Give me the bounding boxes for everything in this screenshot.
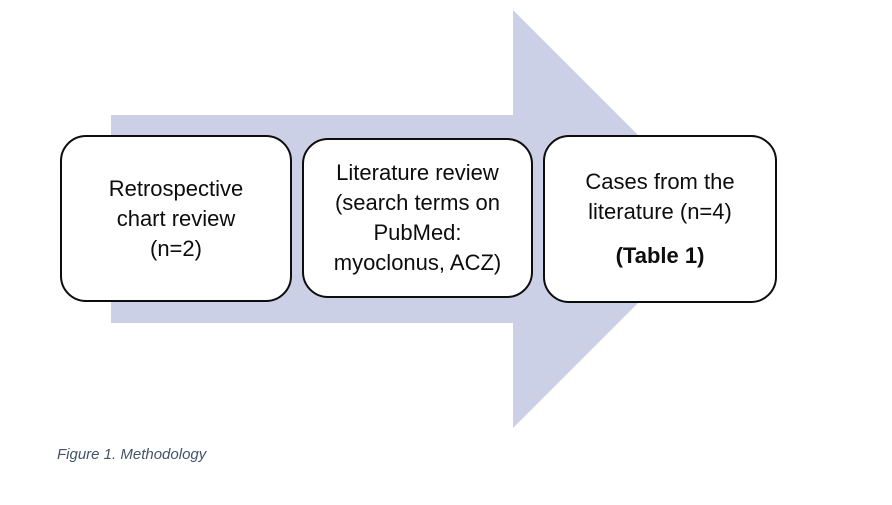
step-box-line: Retrospective xyxy=(108,175,244,201)
step-box-line: Literature review xyxy=(336,160,499,185)
step-box-line: (search terms on xyxy=(334,190,501,215)
step-box-literature-review: Literature review (search terms on PubMe… xyxy=(302,138,533,298)
step-box-table-reference: (Table 1) xyxy=(615,243,705,268)
step-box-retrospective-chart-review: Retrospective chart review (n=2) xyxy=(60,135,292,302)
figure-caption: Figure 1. Methodology xyxy=(57,446,207,463)
step-box-line: chart review xyxy=(116,205,236,231)
step-box-line: (n=2) xyxy=(150,235,202,261)
step-box-line: myoclonus, ACZ) xyxy=(333,250,502,275)
step-box-cases-from-literature: Cases from the literature (n=4) (Table 1… xyxy=(543,135,777,303)
step-box-line: PubMed: xyxy=(373,220,462,245)
step-box-line: literature (n=4) xyxy=(588,199,732,224)
step-box-line: Cases from the xyxy=(585,169,735,194)
